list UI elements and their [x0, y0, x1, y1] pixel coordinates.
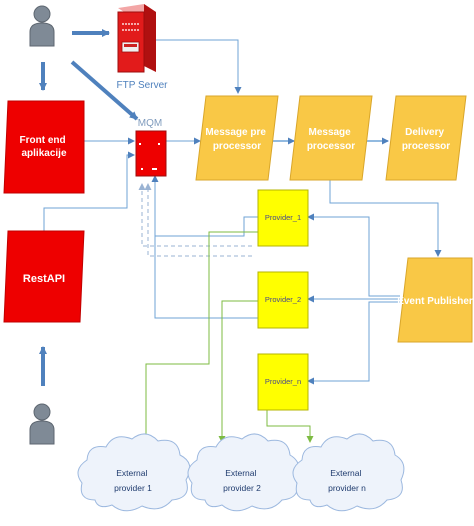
external-provider-2-label-1: External: [225, 468, 256, 478]
line-provider1-to-external1: [142, 231, 258, 443]
svg-text:Front end aplikacije: Front end aplikacije: [20, 135, 69, 159]
external-provider-n-cloud-icon: [292, 433, 405, 512]
message-processor-label-2: processor: [307, 141, 355, 152]
provider-2-label: Provider_2: [265, 295, 301, 304]
provider-1-label: Provider_1: [265, 213, 301, 222]
delivery-processor-label-1: Delivery: [405, 127, 444, 138]
message-pre-processor-label-2: processor: [213, 141, 261, 152]
line-eventpublisher-to-providern: [307, 301, 400, 385]
front-end-node: [3, 100, 85, 194]
front-end-label-1: Front end: [20, 135, 66, 146]
svg-text:Message pre processor: Message pre processor: [205, 127, 268, 152]
line-providern-to-externaln: [266, 410, 314, 443]
provider-2-node: [257, 271, 309, 329]
provider-n-node: [257, 353, 309, 411]
line-processor-to-eventpublisher: [329, 178, 442, 257]
svg-text:External provider 2: External provider 2: [223, 468, 261, 493]
external-provider-n-label-1: External: [330, 468, 361, 478]
external-provider-2-label-2: provider 2: [223, 483, 261, 493]
connectors: [39, 29, 442, 443]
external-provider-1-cloud-icon: [77, 433, 191, 512]
svg-text:Delivery processor: Delivery processor: [402, 127, 450, 152]
external-provider-2-cloud-icon: [187, 433, 300, 512]
external-provider-n-label-2: provider n: [328, 483, 366, 493]
message-processor-label-1: Message: [308, 127, 351, 138]
delivery-processor-node: [385, 95, 467, 181]
provider-1-node: [257, 189, 309, 247]
front-end-label-2: aplikacije: [21, 148, 66, 159]
mqm-label: MQM: [138, 118, 162, 129]
delivery-processor-label-2: processor: [402, 141, 450, 152]
user-icon-bottom: [29, 403, 55, 445]
line-eventpublisher-to-provider1: [307, 213, 400, 297]
user-icon-top: [29, 5, 55, 47]
ftp-server-label: FTP Server: [117, 80, 169, 91]
provider-n-label: Provider_n: [265, 377, 301, 386]
message-pre-processor-label-1: Message pre: [205, 127, 266, 138]
event-publisher-label: Event Publisher: [397, 296, 473, 307]
svg-text:External provider n: External provider n: [328, 468, 366, 493]
line-provider1-to-mqm: [151, 175, 258, 237]
line-restapi-to-mqm: [43, 151, 135, 231]
ftp-server-icon: [117, 4, 156, 73]
line-ftp-to-preprocessor: [155, 39, 242, 94]
message-pre-processor-node: [195, 95, 279, 181]
external-provider-1-label-2: provider 1: [114, 483, 152, 493]
external-provider-1-label-1: External: [116, 468, 147, 478]
svg-text:Message processor: Message processor: [307, 127, 355, 152]
arrow-user-to-mqm: [70, 60, 139, 121]
rest-api-node: [3, 230, 85, 323]
svg-text:External provider 1: External provider 1: [114, 468, 152, 493]
mqm-box: [135, 130, 167, 177]
line-provider2-to-external2: [218, 300, 258, 443]
message-processor-node: [289, 95, 373, 181]
event-publisher-node: [397, 257, 473, 343]
line-provider2-to-mqm: [154, 236, 258, 319]
rest-api-label: RestAPI: [23, 273, 65, 285]
dashed-return-1: [138, 183, 252, 247]
dashed-return-2: [144, 183, 252, 257]
